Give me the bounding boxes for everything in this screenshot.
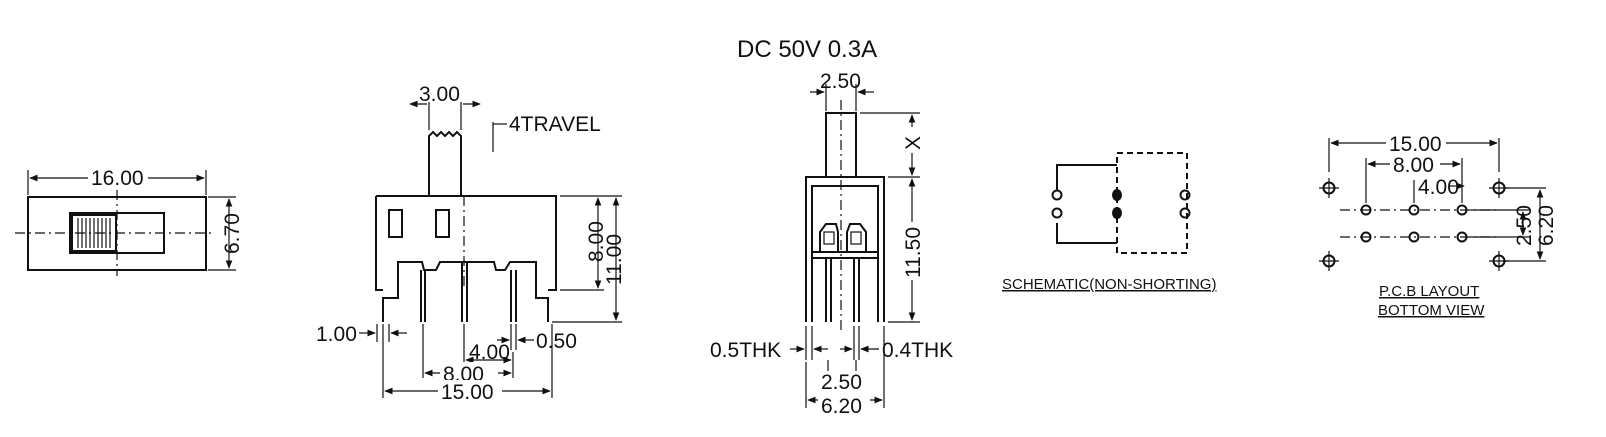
side-height-dim: 11.50 [902,227,925,278]
pcb-mount-hole [1322,181,1336,195]
pcb-row-total-dim: 6.20 [1535,205,1558,246]
pcb-mount-hole [1322,254,1336,268]
pcb-pin-hole [1456,204,1468,216]
side-view: 2.50 X 11.50 0.5THK 0.4THK 2.50 6.20 [710,70,953,418]
side-width-dim: 6.20 [821,395,862,418]
slider-knob [71,214,117,252]
schematic-contact-dot [1112,189,1122,201]
pcb-caption-line1: P.C.B LAYOUT [1379,283,1479,300]
schematic: SCHEMATIC(NON-SHORTING) [1002,152,1216,293]
side-thk-right: 0.4THK [882,339,953,362]
pcb-mount-hole [1492,254,1506,268]
pcb-pin-hole [1360,204,1372,216]
pcb-pin-hole [1408,231,1420,243]
side-thk-left: 0.5THK [710,339,781,362]
pcb-layout: 15.00 8.00 4.00 2.50 6.20 P.C.B LAYOUT B… [1319,132,1558,319]
pcb-row-pitch-dim: 2.50 [1513,205,1536,246]
rating-label: DC 50V 0.3A [737,36,877,63]
front-pin-thk-dim: 0.50 [536,330,577,353]
side-x-label: X [902,136,925,150]
travel-label: 4TRAVEL [509,113,601,136]
side-actuator-dim: 2.50 [820,70,861,93]
schematic-caption: SCHEMATIC(NON-SHORTING) [1002,276,1216,293]
front-span-dim: 15.00 [441,381,494,404]
slot-outline [69,212,165,254]
front-pin-pitch-dim: 4.00 [469,341,510,364]
top-width-dim: 16.00 [91,167,144,190]
front-pin-width-dim: 1.00 [316,323,357,346]
top-height-dim: 6.70 [221,213,244,254]
front-body-dim: 8.00 [585,221,608,262]
front-total-dim: 11.00 [603,234,626,285]
pcb-caption-line2: BOTTOM VIEW [1378,302,1485,319]
pcb-inner-dim: 4.00 [1418,176,1459,199]
side-pitch-dim: 2.50 [821,371,862,394]
schematic-dashed-box [1116,152,1188,254]
pcb-pin-hole [1360,231,1372,243]
front-actuator-dim: 3.00 [419,83,460,106]
pcb-mount-hole [1492,181,1506,195]
pcb-mid-dim: 8.00 [1393,154,1434,177]
pcb-pin-hole [1456,231,1468,243]
top-view: 16.00 6.70 [15,165,244,276]
pcb-pin-hole [1408,204,1420,216]
front-view: 3.00 4TRAVEL 8.00 11.00 1.00 0.50 4.00 [316,83,626,404]
pcb-outer-dim: 15.00 [1389,133,1442,156]
schematic-contact-dot [1112,207,1122,219]
